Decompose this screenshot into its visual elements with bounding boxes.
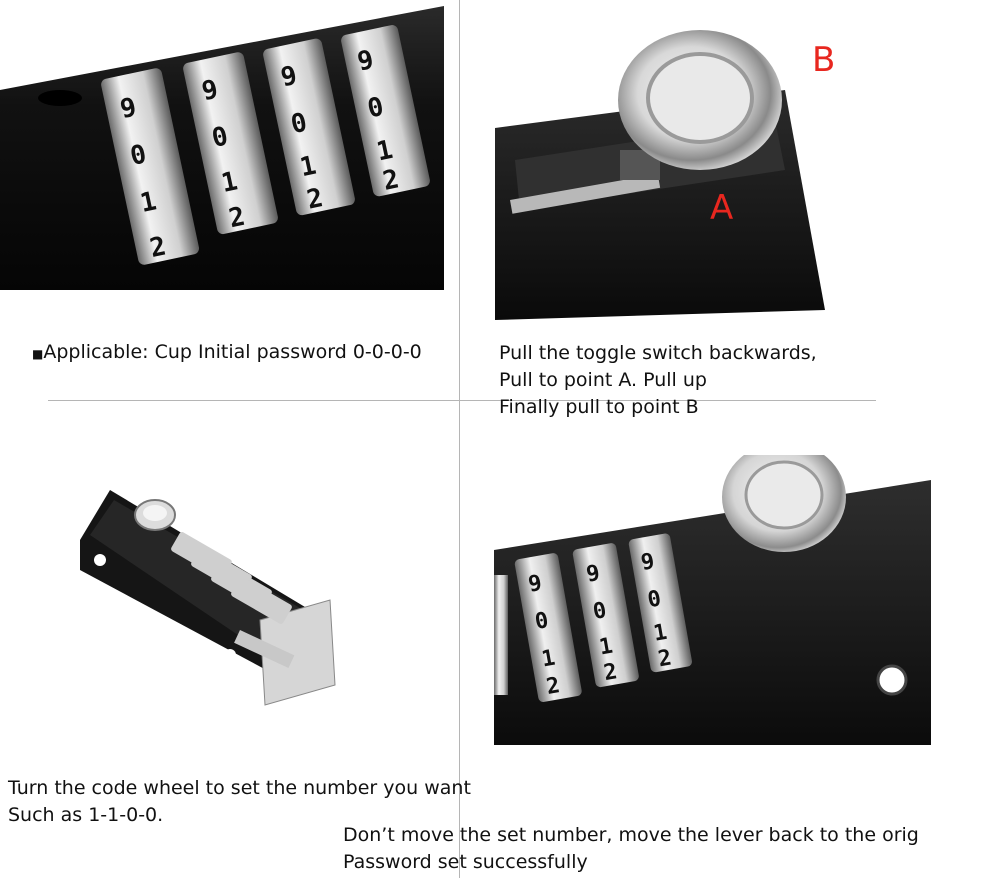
svg-text:0: 0 — [288, 108, 310, 141]
svg-text:1: 1 — [297, 151, 319, 184]
svg-text:1: 1 — [219, 166, 241, 199]
svg-text:2: 2 — [147, 231, 169, 264]
bullet-icon: ■ — [32, 347, 44, 361]
set-code-step-1: Turn the code wheel to set the number yo… — [8, 777, 471, 799]
svg-text:0: 0 — [365, 92, 387, 125]
svg-text:9: 9 — [118, 92, 140, 125]
svg-text:2: 2 — [602, 659, 619, 686]
svg-text:9: 9 — [355, 45, 377, 78]
svg-text:0: 0 — [591, 598, 608, 625]
svg-text:1: 1 — [374, 135, 396, 168]
svg-text:0: 0 — [646, 586, 663, 613]
svg-text:0: 0 — [209, 121, 231, 154]
set-code-instructions: Turn the code wheel to set the number yo… — [8, 775, 471, 829]
svg-text:2: 2 — [304, 183, 326, 216]
set-code-step-2: Such as 1-1-0-0. — [8, 804, 164, 826]
toggle-instructions: Pull the toggle switch backwards, Pull t… — [499, 340, 817, 421]
svg-text:2: 2 — [380, 164, 402, 197]
svg-text:1: 1 — [652, 620, 669, 647]
svg-text:1: 1 — [540, 646, 557, 673]
point-a-marker: A — [710, 188, 734, 228]
svg-text:9: 9 — [526, 571, 543, 598]
svg-text:1: 1 — [138, 186, 160, 219]
svg-text:0: 0 — [128, 139, 150, 172]
vertical-divider — [459, 0, 460, 878]
initial-password-caption: ■Applicable: Cup Initial password 0-0-0-… — [32, 341, 422, 363]
svg-text:2: 2 — [545, 673, 562, 700]
svg-text:9: 9 — [199, 74, 221, 107]
svg-text:0: 0 — [533, 608, 550, 635]
svg-text:9: 9 — [584, 561, 601, 588]
toggle-step-1: Pull the toggle switch backwards, — [499, 342, 817, 364]
finish-step-1: Don’t move the set number, move the leve… — [343, 824, 919, 846]
svg-text:9: 9 — [639, 549, 656, 576]
svg-text:2: 2 — [656, 645, 673, 672]
horizontal-divider — [48, 400, 876, 401]
toggle-knob-photo — [495, 10, 840, 330]
finish-instructions: Don’t move the set number, move the leve… — [343, 822, 919, 876]
lock-overview-photo — [70, 480, 350, 710]
toggle-step-3: Finally pull to point B — [499, 396, 699, 418]
svg-text:1: 1 — [597, 634, 614, 661]
toggle-step-2: Pull to point A. Pull up — [499, 369, 707, 391]
svg-text:2: 2 — [226, 202, 248, 235]
svg-text:9: 9 — [278, 61, 300, 94]
point-b-marker: B — [812, 40, 836, 80]
finish-step-2: Password set successfully — [343, 851, 588, 873]
